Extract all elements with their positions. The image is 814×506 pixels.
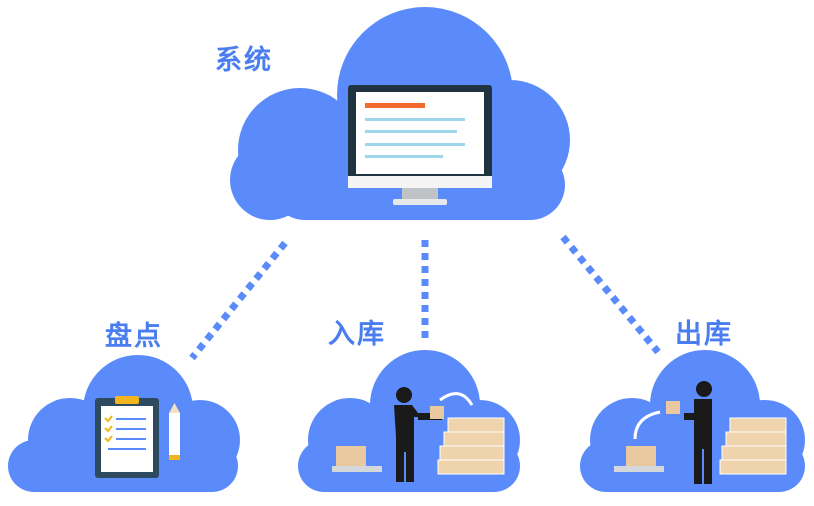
inbound-label: 入库 <box>328 319 386 350</box>
inbound-worker-icon <box>332 387 505 482</box>
inventory-label: 盘点 <box>105 321 163 352</box>
clipboard-icon <box>95 396 180 478</box>
connector-outbound <box>560 234 661 355</box>
connector-inventory <box>189 240 288 361</box>
outbound-label: 出库 <box>675 319 733 350</box>
system-label: 系统 <box>215 45 273 76</box>
outbound-worker-icon <box>614 381 787 484</box>
monitor-icon <box>348 85 492 205</box>
